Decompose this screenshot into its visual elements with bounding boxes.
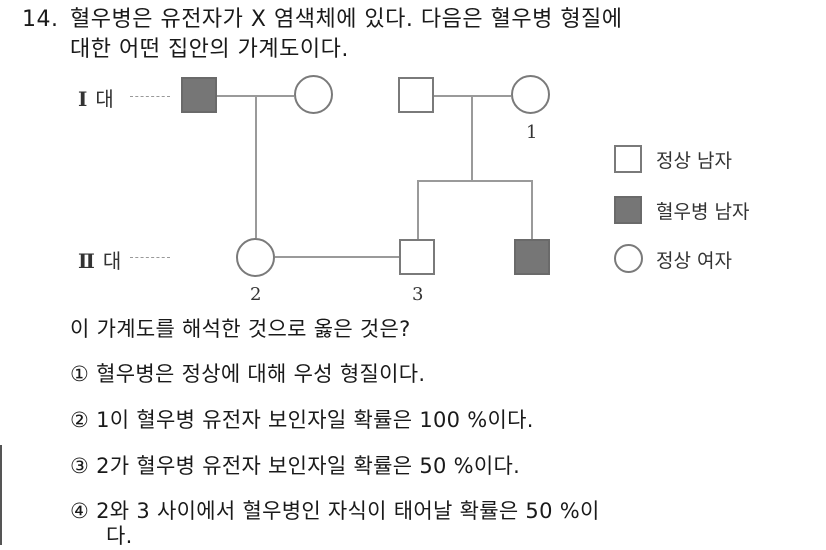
option-text: 2가 혈우병 유전자 보인자일 확률은 50 %이다. (96, 454, 521, 478)
option-text: 1이 혈우병 유전자 보인자일 확률은 100 %이다. (96, 408, 534, 432)
normal-male-symbol (398, 77, 434, 113)
answer-option-3[interactable]: ③ 2가 혈우병 유전자 보인자일 확률은 50 %이다. (70, 452, 520, 480)
marriage-line (275, 256, 399, 258)
answer-option-4[interactable]: ④ 2와 3 사이에서 혈우병인 자식이 태어날 확률은 50 %이 (70, 497, 600, 525)
affected-male-symbol (514, 239, 550, 275)
generation-dash-line-1 (130, 96, 170, 97)
question-stem-line-2: 대한 어떤 집안의 가계도이다. (70, 37, 349, 62)
generation-suffix: 대 (95, 87, 114, 111)
generation-roman: Ⅱ (78, 251, 95, 273)
individual-label-1: 1 (526, 122, 538, 143)
option-text: 2와 3 사이에서 혈우병인 자식이 태어날 확률은 50 %이 (96, 499, 600, 523)
generation-dash-line-2 (130, 257, 170, 258)
normal-female-symbol (236, 238, 275, 277)
child-line (417, 180, 419, 239)
option-marker: ③ (70, 454, 90, 478)
child-line (531, 180, 533, 239)
legend-label: 정상 여자 (656, 250, 732, 272)
margin-rule (0, 445, 2, 545)
option-marker: ② (70, 408, 90, 432)
normal-male-symbol (399, 239, 435, 275)
generation-roman: Ⅰ (78, 89, 88, 111)
descent-line (471, 96, 473, 181)
legend-label: 혈우병 남자 (656, 201, 750, 223)
normal-female-symbol (511, 75, 550, 114)
sibship-line (417, 180, 533, 182)
answer-option-1[interactable]: ① 혈우병은 정상에 대해 우성 형질이다. (70, 360, 425, 388)
normal-female-symbol (294, 75, 333, 114)
legend-filled-square-icon (614, 196, 642, 224)
option-marker: ④ (70, 499, 90, 523)
generation-suffix: 대 (102, 249, 122, 273)
option-marker: ① (70, 362, 90, 386)
individual-label-2: 2 (250, 284, 262, 305)
answer-option-4-continuation: 다. (106, 524, 133, 548)
legend-open-square-icon (614, 145, 642, 173)
descent-line (255, 96, 257, 238)
legend-open-circle-icon (614, 244, 643, 273)
question-stem-line-1: 혈우병은 유전자가 X 염색체에 있다. 다음은 혈우병 형질에 (70, 7, 623, 32)
legend-label: 정상 남자 (656, 150, 732, 172)
question-number: 14. (22, 7, 59, 32)
option-text: 혈우병은 정상에 대해 우성 형질이다. (96, 362, 426, 386)
affected-male-symbol (181, 77, 217, 113)
question-prompt: 이 가계도를 해석한 것으로 옳은 것은? (70, 317, 411, 341)
individual-label-3: 3 (412, 284, 424, 305)
answer-option-2[interactable]: ② 1이 혈우병 유전자 보인자일 확률은 100 %이다. (70, 406, 534, 434)
